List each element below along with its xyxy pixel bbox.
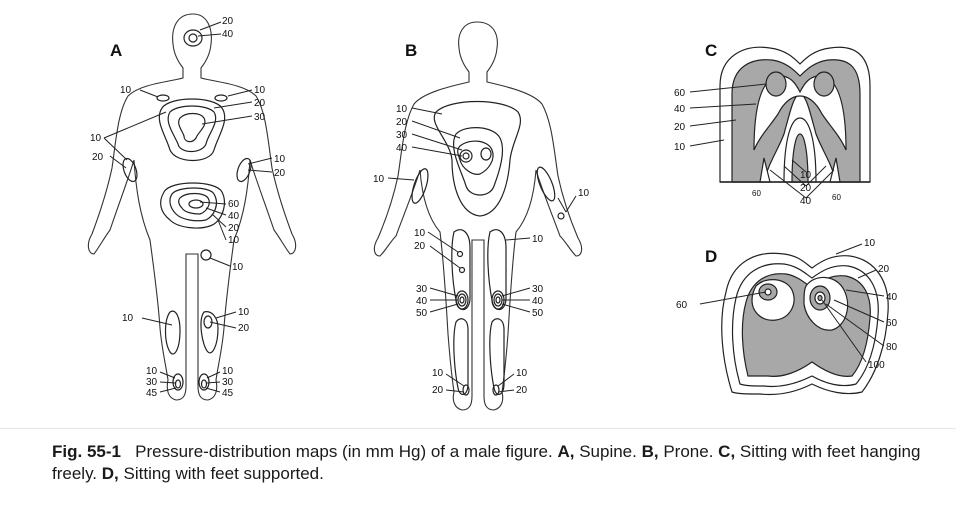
panel-a-label-calf-left-10: 10: [122, 313, 134, 324]
panel-a-label-arm-right-10: 10: [274, 154, 286, 165]
panel-c-label-bottom-10: 10: [800, 170, 812, 181]
panel-d-letter: D: [705, 247, 717, 266]
panel-a-label-calf-right-20: 20: [238, 323, 250, 334]
figure-caption: Fig. 55-1 Pressure-distribution maps (in…: [52, 441, 932, 485]
panel-a-label-back-20: 20: [254, 98, 266, 109]
panel-a-label-head-20: 20: [222, 16, 234, 27]
panel-d-label-100: 100: [868, 360, 885, 371]
panel-b-label-thigh-right-10: 10: [532, 234, 544, 245]
panel-c-label-60: 60: [674, 88, 686, 99]
caption-a-text: Supine.: [579, 442, 637, 461]
panel-a-label-back-left-10: 10: [90, 133, 102, 144]
panel-a-label-arm-right-20: 20: [274, 168, 286, 179]
panel-c-label-bottom-60-left: 60: [752, 189, 761, 198]
panel-b-label-toe-left-20: 20: [432, 385, 444, 396]
panel-a-label-heel-right-45: 45: [222, 388, 234, 399]
caption-d-text: Sitting with feet supported.: [124, 464, 324, 483]
panel-b-label-knee-left-50: 50: [416, 308, 428, 319]
caption-separator: [0, 428, 956, 429]
panel-d-label-left-60: 60: [676, 300, 688, 311]
panel-d-label-20: 20: [878, 264, 890, 275]
caption-b-letter: B,: [642, 442, 659, 461]
panel-d-label-40: 40: [886, 292, 898, 303]
panel-c-letter: C: [705, 41, 717, 60]
panel-b-label-thigh-left-10: 10: [414, 228, 426, 239]
panel-a-label-heel-right-10: 10: [222, 366, 234, 377]
panel-b-label-arm-left-10: 10: [373, 174, 385, 185]
pressure-distribution-figure: A: [0, 0, 956, 425]
panel-a-label-heel-left-45: 45: [146, 388, 158, 399]
caption-c-letter: C,: [718, 442, 735, 461]
panel-a-label-heel-left-10: 10: [146, 366, 158, 377]
panel-c-label-bottom-40: 40: [800, 196, 812, 207]
panel-a-label-heel-right-30: 30: [222, 377, 234, 388]
panel-b-label-knee-left-40: 40: [416, 296, 428, 307]
panel-a-label-arm-left-20: 20: [92, 152, 104, 163]
panel-b-label-chest-20: 20: [396, 117, 408, 128]
caption-fig-label: Fig. 55-1: [52, 442, 121, 461]
panel-a-label-pelvis-60: 60: [228, 199, 240, 210]
panel-b-label-knee-right-50: 50: [532, 308, 544, 319]
panel-a-label-shoulder-left-10: 10: [120, 85, 132, 96]
panel-d-contour-100-right: [818, 296, 822, 301]
panel-c-contour-60-left: [766, 72, 786, 96]
panel-d-label-60: 60: [886, 318, 898, 329]
panel-c-label-40: 40: [674, 104, 686, 115]
panel-b-label-knee-right-30: 30: [532, 284, 544, 295]
caption-a-letter: A,: [557, 442, 574, 461]
panel-b-label-knee-right-40: 40: [532, 296, 544, 307]
panel-a-label-pelvis-20: 20: [228, 223, 240, 234]
panel-a-letter: A: [110, 41, 122, 60]
panel-b-label-chest-40: 40: [396, 143, 408, 154]
panel-b-label-chest-30: 30: [396, 130, 408, 141]
panel-d-label-10: 10: [864, 238, 876, 249]
panel-b-label-toe-right-20: 20: [516, 385, 528, 396]
panel-a: A: [88, 14, 295, 400]
panel-b-label-hand-right-10: 10: [578, 188, 590, 199]
caption-d-letter: D,: [102, 464, 119, 483]
panel-a-label-head-40: 40: [222, 29, 234, 40]
panel-a-label-pelvis-10: 10: [228, 235, 240, 246]
panel-b-label-toe-right-10: 10: [516, 368, 528, 379]
panel-b-label-knee-left-30: 30: [416, 284, 428, 295]
panel-d-label-80: 80: [886, 342, 898, 353]
caption-b-text: Prone.: [663, 442, 713, 461]
panel-a-label-shoulder-right-10: 10: [254, 85, 266, 96]
panel-d: D 10 20 40 60 80 100 60: [676, 238, 898, 395]
panel-b-label-thigh-left-20: 20: [414, 241, 426, 252]
panel-c-label-bottom-20: 20: [800, 183, 812, 194]
panel-c-contour-60-right: [814, 72, 834, 96]
panel-a-label-pelvis-40: 40: [228, 211, 240, 222]
panel-b-label-chest-10: 10: [396, 104, 408, 115]
panel-a-label-hand-10: 10: [232, 262, 244, 273]
panel-b: B: [373, 22, 590, 410]
panel-c-label-10: 10: [674, 142, 686, 153]
panel-b-letter: B: [405, 41, 417, 60]
panel-b-label-toe-left-10: 10: [432, 368, 444, 379]
panel-a-label-back-30: 30: [254, 112, 266, 123]
panel-a-label-calf-right-10: 10: [238, 307, 250, 318]
panel-c-label-20: 20: [674, 122, 686, 133]
panel-c-label-bottom-60-right: 60: [832, 193, 841, 202]
panel-a-label-heel-left-30: 30: [146, 377, 158, 388]
caption-text-intro: Pressure-distribution maps (in mm Hg) of…: [135, 442, 553, 461]
panel-c: C 60 40 20 10 10 20: [674, 41, 870, 207]
